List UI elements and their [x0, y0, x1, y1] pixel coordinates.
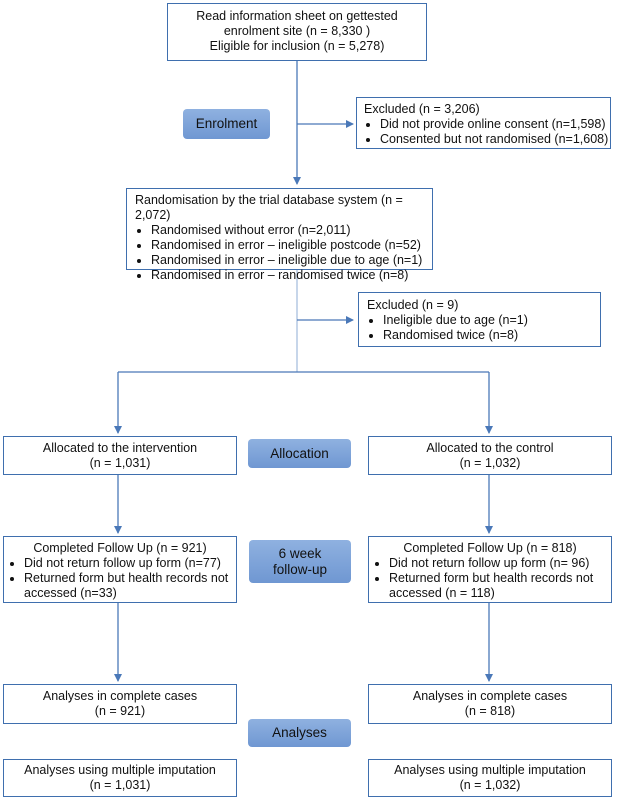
cc-int-line2: (n = 921) [94, 704, 146, 718]
excluded2-box: Excluded (n = 9) Ineligible due to age (… [358, 292, 601, 347]
fu-ctrl-item: Did not return follow up form (n= 96) [389, 556, 607, 571]
alloc-ctrl-line2: (n = 1,032) [459, 456, 521, 470]
mi-int-box: Analyses using multiple imputation (n = … [3, 759, 237, 797]
stage-allocation: Allocation [248, 439, 351, 468]
fu-ctrl-title: Completed Follow Up (n = 818) [403, 541, 577, 555]
stage-enrolment-label: Enrolment [195, 116, 258, 131]
read-info-box: Read information sheet on gettested enro… [167, 3, 427, 61]
stage-analyses: Analyses [248, 719, 351, 747]
cc-ctrl-line2: (n = 818) [464, 704, 516, 718]
mi-int-line1: Analyses using multiple imputation [24, 763, 216, 777]
excluded2-item: Randomised twice (n=8) [383, 328, 600, 343]
randomisation-box: Randomisation by the trial database syst… [126, 188, 433, 282]
stage-followup-label: 6 week follow-up [273, 546, 327, 578]
alloc-ctrl-line1: Allocated to the control [426, 441, 554, 455]
stage-allocation-label: Allocation [270, 445, 329, 461]
excluded1-title: Excluded (n = 3,206) [364, 102, 480, 116]
excluded1-item: Consented but not randomised (n=1,608) [380, 132, 610, 147]
excluded2-title: Excluded (n = 9) [367, 298, 459, 312]
fu-ctrl-item: Returned form but health records not acc… [389, 571, 607, 601]
read-info-line2: enrolment site (n = 8,330 ) [223, 24, 371, 38]
cc-ctrl-box: Analyses in complete cases (n = 818) [368, 684, 612, 724]
read-info-line1: Read information sheet on gettested [196, 9, 398, 23]
excluded2-item: Ineligible due to age (n=1) [383, 313, 600, 328]
mi-int-line2: (n = 1,031) [89, 778, 151, 792]
fu-int-item: Did not return follow up form (n=77) [24, 556, 232, 571]
stage-followup: 6 week follow-up [249, 540, 351, 583]
stage-analyses-label: Analyses [272, 725, 327, 740]
cc-int-box: Analyses in complete cases (n = 921) [3, 684, 237, 724]
excluded1-item: Did not provide online consent (n=1,598) [380, 117, 610, 132]
fu-int-box: Completed Follow Up (n = 921) Did not re… [3, 536, 237, 603]
stage-enrolment: Enrolment [183, 109, 270, 139]
alloc-int-line1: Allocated to the intervention [42, 441, 198, 455]
fu-ctrl-box: Completed Follow Up (n = 818) Did not re… [368, 536, 612, 603]
alloc-ctrl-box: Allocated to the control (n = 1,032) [368, 436, 612, 475]
mi-ctrl-box: Analyses using multiple imputation (n = … [368, 759, 612, 797]
fu-int-title: Completed Follow Up (n = 921) [33, 541, 207, 555]
mi-ctrl-line2: (n = 1,032) [459, 778, 521, 792]
excluded1-box: Excluded (n = 3,206) Did not provide onl… [356, 97, 611, 149]
cc-int-line1: Analyses in complete cases [42, 689, 198, 703]
randomisation-item: Randomised in error – ineligible due to … [151, 253, 432, 268]
stage-followup-line1: 6 week [278, 545, 322, 561]
read-info-line3: Eligible for inclusion (n = 5,278) [209, 39, 385, 53]
cc-ctrl-line1: Analyses in complete cases [412, 689, 568, 703]
randomisation-item: Randomised in error – randomised twice (… [151, 268, 432, 283]
fu-int-item: Returned form but health records not acc… [24, 571, 232, 601]
randomisation-item: Randomised without error (n=2,011) [151, 223, 432, 238]
randomisation-title: Randomisation by the trial database syst… [135, 193, 403, 222]
mi-ctrl-line1: Analyses using multiple imputation [394, 763, 586, 777]
alloc-int-box: Allocated to the intervention (n = 1,031… [3, 436, 237, 475]
randomisation-item: Randomised in error – ineligible postcod… [151, 238, 432, 253]
stage-followup-line2: follow-up [272, 561, 328, 577]
alloc-int-line2: (n = 1,031) [89, 456, 151, 470]
